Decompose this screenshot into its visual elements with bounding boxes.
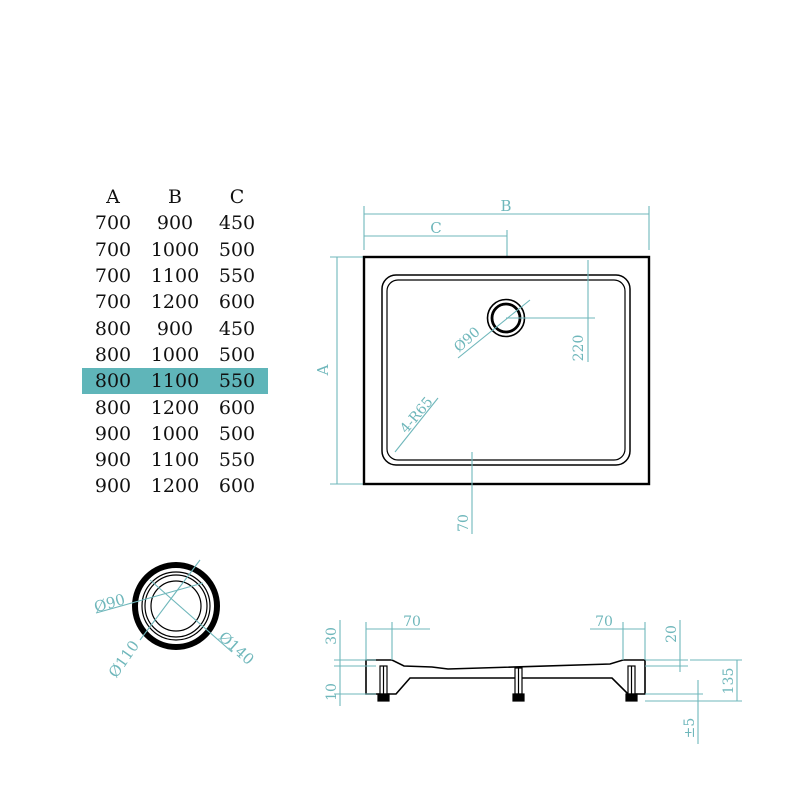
- table-row: 700 1100 550: [82, 263, 268, 289]
- dimension-left-heights: 30 10: [324, 620, 376, 706]
- table-cell-a: 700: [94, 212, 132, 235]
- dimension-left-rim: 70: [365, 614, 430, 660]
- table-cell-c: 600: [218, 291, 256, 314]
- size-table: A B C 700 900 450 700 1000 500 700 1100 …: [82, 184, 268, 500]
- table-cell-c: 550: [218, 449, 256, 472]
- table-cell-a: 800: [94, 370, 132, 393]
- label-left-rim: 70: [403, 614, 421, 630]
- table-cell-c: 500: [218, 422, 256, 445]
- label-drain-inner: Ø90: [92, 590, 127, 616]
- table-cell-b: 1000: [150, 422, 200, 445]
- dimension-b: B: [363, 197, 650, 250]
- label-left-bottom: 10: [324, 683, 340, 701]
- table-cell-c: 600: [218, 396, 256, 419]
- drain-detail: Ø90 Ø110 Ø140: [92, 559, 258, 681]
- table-cell-c: 500: [218, 238, 256, 261]
- label-right-rim: 70: [595, 614, 613, 630]
- table-cell-a: 900: [94, 422, 132, 445]
- table-row: 700 1200 600: [82, 289, 268, 315]
- table-header-row: A B C: [82, 184, 268, 210]
- table-cell-c: 450: [218, 317, 256, 340]
- table-row: 800 900 450: [82, 315, 268, 341]
- column-header-c: C: [229, 186, 245, 209]
- dimension-right-rim: 70: [590, 614, 646, 660]
- adjustable-feet: [377, 665, 638, 702]
- label-b: B: [500, 197, 511, 215]
- dimension-tolerance: ±5: [645, 680, 703, 744]
- table-cell-c: 500: [218, 343, 256, 366]
- table-cell-a: 800: [94, 396, 132, 419]
- table-cell-a: 700: [94, 238, 132, 261]
- table-cell-c: 450: [218, 212, 256, 235]
- table-cell-b: 1200: [150, 291, 200, 314]
- dimension-right-top: 20: [645, 620, 688, 672]
- label-drain-mid: Ø110: [105, 637, 143, 681]
- label-drain-offset: 220: [571, 335, 587, 362]
- table-cell-a: 800: [94, 317, 132, 340]
- tray-basin-outer: [381, 274, 631, 466]
- drain-position-dimension: 220: [506, 260, 595, 362]
- label-c: C: [430, 219, 441, 237]
- table-cell-a: 700: [94, 265, 132, 288]
- table-row: 900 1200 600: [82, 473, 268, 499]
- table-cell-b: 1100: [150, 449, 200, 472]
- table-cell-a: 800: [94, 343, 132, 366]
- table-cell-a: 700: [94, 291, 132, 314]
- column-header-a: A: [106, 186, 120, 209]
- label-right-top: 20: [664, 625, 680, 643]
- table-row: 700 900 450: [82, 210, 268, 236]
- table-cell-c: 550: [218, 265, 256, 288]
- rim-width-dimension: 70: [456, 452, 473, 534]
- table-cell-b: 900: [156, 317, 194, 340]
- table-cell-c: 550: [218, 370, 256, 393]
- table-row: 700 1000 500: [82, 237, 268, 263]
- table-cell-a: 900: [94, 449, 132, 472]
- dimension-height: 135: [645, 659, 742, 702]
- table-row: 900 1000 500: [82, 421, 268, 447]
- table-cell-b: 1200: [150, 396, 200, 419]
- table-cell-b: 1200: [150, 475, 200, 498]
- tray-outer-rim: [362, 255, 651, 486]
- label-tolerance: ±5: [682, 718, 698, 739]
- table-cell-a: 900: [94, 475, 132, 498]
- label-left-top: 30: [324, 627, 340, 645]
- top-view: B C A 220 Ø90: [314, 197, 651, 534]
- table-cell-b: 1100: [150, 370, 200, 393]
- column-header-b: B: [168, 186, 182, 209]
- table-row: 800 1100 550: [82, 368, 268, 395]
- label-a: A: [314, 364, 332, 376]
- dimension-a: A: [314, 256, 364, 485]
- tray-basin-inner: [386, 279, 626, 461]
- label-rim: 70: [456, 514, 472, 532]
- table-cell-b: 1100: [150, 265, 200, 288]
- table-row: 800 1200 600: [82, 394, 268, 420]
- label-height: 135: [721, 668, 737, 695]
- tray-profile: [365, 659, 646, 695]
- table-row: 800 1000 500: [82, 342, 268, 368]
- label-drain-outer: Ø140: [215, 628, 257, 669]
- table-cell-b: 1000: [150, 343, 200, 366]
- table-cell-b: 1000: [150, 238, 200, 261]
- table-cell-c: 600: [218, 475, 256, 498]
- side-view: 70 70 30 10 20 135: [324, 614, 742, 744]
- table-row: 900 1100 550: [82, 447, 268, 473]
- table-cell-b: 900: [156, 212, 194, 235]
